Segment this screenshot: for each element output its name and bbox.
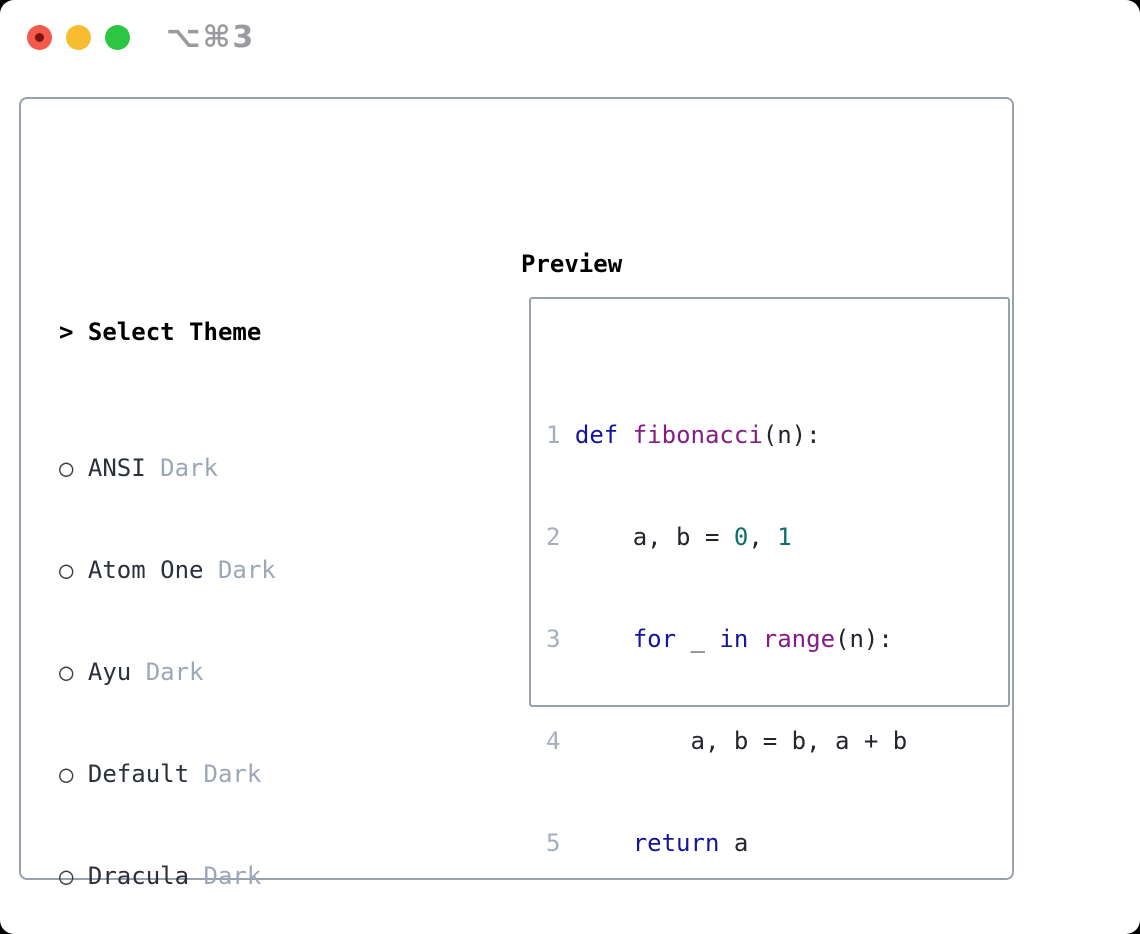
code-token: in bbox=[719, 625, 749, 653]
line-number: 2 bbox=[546, 523, 575, 551]
radio-icon: ○ bbox=[59, 556, 88, 584]
minimize-button-icon[interactable] bbox=[66, 25, 91, 50]
theme-variant-tag: Dark bbox=[217, 556, 276, 584]
radio-icon: ○ bbox=[59, 658, 88, 686]
theme-option[interactable]: ○ Dracula Dark bbox=[59, 859, 464, 893]
radio-icon: ○ bbox=[59, 454, 88, 482]
close-button-icon[interactable] bbox=[27, 25, 52, 50]
radio-icon: ○ bbox=[59, 760, 88, 788]
code-token: a, b = bbox=[574, 523, 734, 551]
theme-option[interactable]: ○ ANSI Dark bbox=[59, 451, 464, 485]
code-token: a bbox=[719, 829, 749, 857]
code-token: a, b = b, a + b bbox=[574, 727, 908, 755]
theme-variant-tag: Dark bbox=[203, 862, 262, 890]
theme-name: Atom One bbox=[87, 556, 218, 584]
code-token: def bbox=[574, 421, 619, 449]
code-token bbox=[618, 421, 632, 449]
code-token: 1 bbox=[777, 523, 792, 551]
zoom-button-icon[interactable] bbox=[105, 25, 130, 50]
select-theme-header: > Select Theme bbox=[59, 315, 464, 349]
code-token: (n): bbox=[835, 625, 893, 653]
theme-option[interactable]: ○ Default Dark bbox=[59, 757, 464, 791]
theme-selector-panel: > Select Theme ○ ANSI Dark ○ Atom One Da… bbox=[59, 247, 464, 934]
theme-option[interactable]: ○ Atom One Dark bbox=[59, 553, 464, 587]
cursor-marker-icon: > bbox=[59, 318, 88, 346]
line-number: 1 bbox=[546, 421, 575, 449]
code-token: (n): bbox=[762, 421, 821, 449]
line-number: 4 bbox=[546, 727, 575, 755]
line-number: 3 bbox=[546, 625, 575, 653]
code-preview: 1 def fibonacci(n): 2 a, b = 0, 1 3 for … bbox=[546, 350, 994, 934]
code-token: return bbox=[632, 829, 720, 857]
select-theme-header-label: Select Theme bbox=[87, 318, 262, 346]
preview-header: Preview bbox=[521, 250, 623, 278]
code-token bbox=[575, 625, 633, 653]
code-line: 1 def fibonacci(n): bbox=[546, 418, 994, 452]
code-line: 4 a, b = b, a + b bbox=[546, 724, 994, 758]
code-token: , bbox=[748, 523, 778, 551]
code-token bbox=[575, 829, 633, 857]
code-line: 2 a, b = 0, 1 bbox=[546, 520, 994, 554]
preview-pane: 1 def fibonacci(n): 2 a, b = 0, 1 3 for … bbox=[529, 297, 1010, 857]
theme-option[interactable]: ○ Ayu Dark bbox=[59, 655, 464, 689]
theme-variant-tag: Dark bbox=[145, 658, 204, 686]
close-dot-icon bbox=[35, 33, 44, 42]
code-token: for bbox=[632, 625, 677, 653]
code-line: 3 for _ in range(n): bbox=[546, 622, 994, 656]
theme-name: Dracula bbox=[87, 862, 204, 890]
code-token: _ bbox=[676, 625, 720, 653]
theme-name: Default bbox=[87, 760, 204, 788]
line-number: 5 bbox=[546, 829, 575, 857]
theme-variant-tag: Dark bbox=[160, 454, 218, 482]
theme-name: Ayu bbox=[87, 658, 146, 686]
traffic-lights bbox=[27, 25, 130, 50]
main-panel: > Select Theme ○ ANSI Dark ○ Atom One Da… bbox=[19, 97, 1014, 890]
code-token: fibonacci bbox=[632, 421, 763, 449]
window-title: ⌥⌘3 bbox=[166, 20, 256, 55]
code-line: 5 return a bbox=[546, 826, 994, 860]
blank-line bbox=[546, 928, 994, 934]
code-token: range bbox=[762, 625, 836, 653]
code-token: 0 bbox=[733, 523, 749, 551]
code-token bbox=[748, 625, 762, 653]
theme-name: ANSI bbox=[87, 454, 161, 482]
theme-variant-tag: Dark bbox=[203, 760, 262, 788]
radio-icon: ○ bbox=[59, 862, 88, 890]
